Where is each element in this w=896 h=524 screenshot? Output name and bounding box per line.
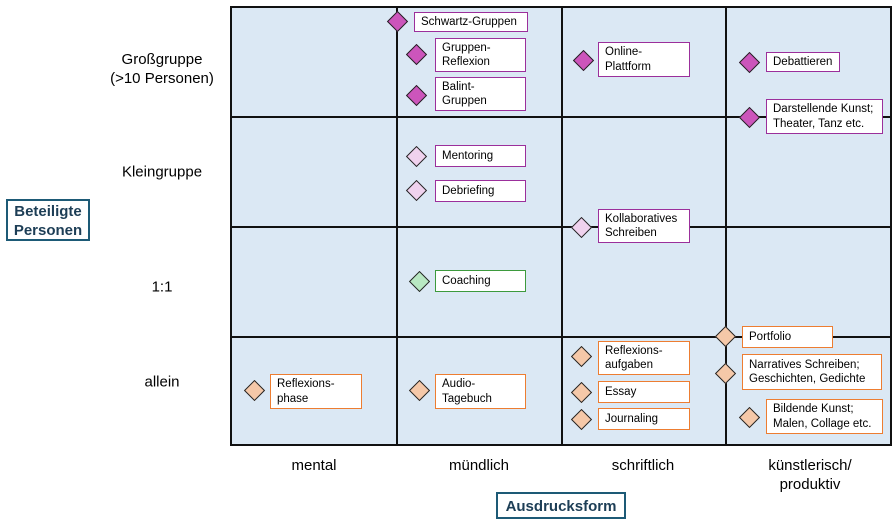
- item-label: Debriefing: [442, 184, 495, 197]
- row-label-eins-zu-eins: 1:1: [151, 278, 173, 296]
- item-box: Kollaboratives Schreiben: [598, 209, 690, 243]
- item-label: Schwartz-Gruppen: [421, 15, 517, 28]
- item-box: Journaling: [598, 408, 690, 430]
- item-label: Online- Plattform: [605, 46, 652, 73]
- item-label: Audio- Tagebuch: [442, 378, 492, 405]
- item-box: Audio- Tagebuch: [435, 374, 526, 409]
- item-label: Gruppen- Reflexion: [442, 41, 491, 69]
- item-box: Debriefing: [435, 180, 526, 202]
- item-label: Mentoring: [442, 149, 494, 162]
- item-box: Darstellende Kunst; Theater, Tanz etc.: [766, 99, 883, 134]
- x-axis-title: Ausdrucksform: [496, 492, 626, 519]
- item-label: Narratives Schreiben; Geschichten, Gedic…: [749, 358, 866, 386]
- item-box: Portfolio: [742, 326, 833, 348]
- item-box: Bildende Kunst; Malen, Collage etc.: [766, 399, 883, 434]
- grid-hline: [230, 226, 892, 228]
- item-label: Journaling: [605, 412, 659, 425]
- item-box: Essay: [598, 381, 690, 403]
- item-box: Coaching: [435, 270, 526, 292]
- item-label: Debattieren: [773, 55, 833, 68]
- item-label: Kollaboratives Schreiben: [605, 212, 678, 240]
- item-box: Debattieren: [766, 52, 840, 72]
- item-box: Gruppen- Reflexion: [435, 38, 526, 72]
- item-label: Coaching: [442, 274, 491, 287]
- item-box: Mentoring: [435, 145, 526, 167]
- row-label-grossgruppe: Großgruppe (>10 Personen): [110, 51, 214, 87]
- item-label: Balint- Gruppen: [442, 80, 487, 108]
- grid-hline: [230, 116, 892, 118]
- item-label: Darstellende Kunst; Theater, Tanz etc.: [773, 103, 874, 130]
- item-box: Online- Plattform: [598, 42, 690, 77]
- row-label-kleingruppe: Kleingruppe: [121, 163, 203, 181]
- col-label-kuenstlerisch: künstlerisch/ produktiv: [768, 457, 852, 493]
- item-label: Reflexions- aufgaben: [605, 344, 663, 372]
- grid-hline: [230, 336, 892, 338]
- item-box: Narratives Schreiben; Geschichten, Gedic…: [742, 354, 882, 390]
- col-label-schriftlich: schriftlich: [611, 457, 675, 474]
- col-label-mental: mental: [291, 457, 337, 474]
- item-box: Balint- Gruppen: [435, 77, 526, 111]
- item-label: Essay: [605, 385, 637, 398]
- item-label: Portfolio: [749, 330, 792, 343]
- col-label-muendlich: mündlich: [448, 457, 510, 474]
- item-label: Bildende Kunst; Malen, Collage etc.: [773, 403, 872, 430]
- item-box: Reflexions- aufgaben: [598, 341, 690, 375]
- y-axis-title: Beteiligte Personen: [6, 199, 90, 241]
- row-label-allein: allein: [144, 373, 180, 391]
- item-label: Reflexions- phase: [277, 378, 335, 405]
- item-box: Schwartz-Gruppen: [414, 12, 528, 32]
- item-box: Reflexions- phase: [270, 374, 362, 409]
